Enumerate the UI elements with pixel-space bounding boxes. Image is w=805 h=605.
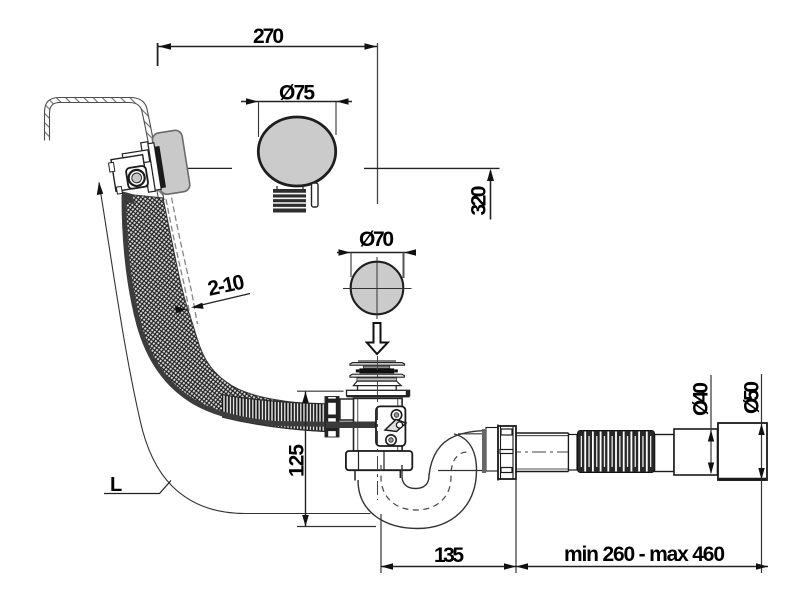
svg-text:Ø40: Ø40: [690, 382, 713, 416]
svg-text:125: 125: [286, 444, 309, 477]
svg-text:Ø70: Ø70: [359, 228, 394, 251]
svg-text:320: 320: [468, 186, 491, 216]
svg-text:135: 135: [434, 544, 464, 567]
svg-text:270: 270: [253, 25, 284, 48]
svg-text:min 260 - max 460: min 260 - max 460: [564, 543, 725, 566]
svg-text:Ø50: Ø50: [741, 381, 764, 414]
svg-text:L: L: [110, 474, 122, 496]
svg-text:Ø75: Ø75: [279, 82, 315, 105]
